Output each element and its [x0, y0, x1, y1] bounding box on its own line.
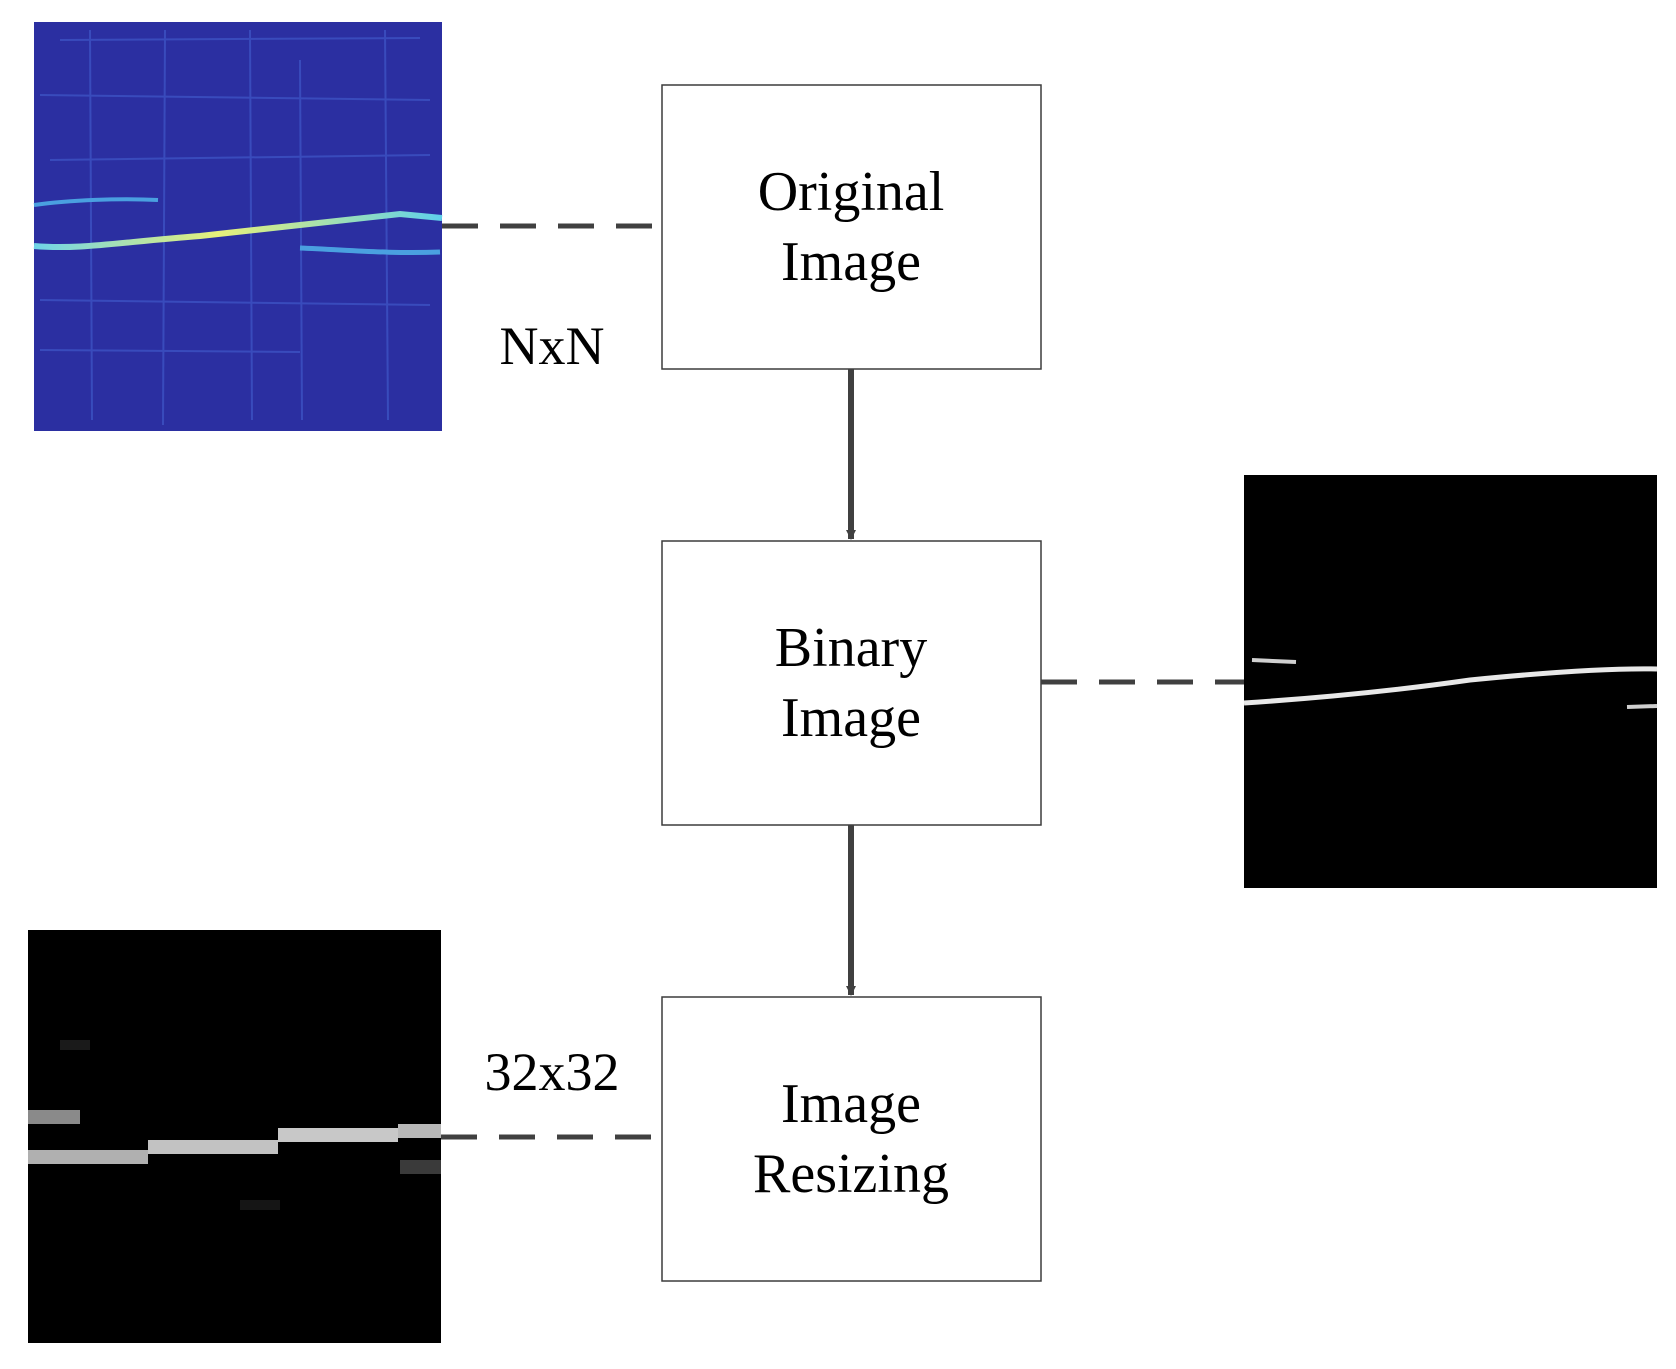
binary-box-label-line2: Image	[781, 687, 921, 749]
image-resizing-box	[661, 996, 1042, 1282]
resized-size-label: 32x32	[485, 1042, 620, 1102]
resizing-box-label-line1: Image	[781, 1073, 921, 1135]
original-image-box	[661, 84, 1042, 370]
original-heatmap-image	[33, 22, 443, 431]
resizing-box-label-line2: Resizing	[753, 1143, 949, 1205]
original-box-label-line1: Original	[758, 161, 945, 223]
binary-image-box	[661, 540, 1042, 826]
resized-image	[28, 930, 441, 1343]
binary-box-label-line1: Binary	[775, 617, 927, 679]
original-box-label-line2: Image	[781, 231, 921, 293]
original-size-label: NxN	[500, 316, 605, 376]
binary-image	[1243, 475, 1658, 888]
